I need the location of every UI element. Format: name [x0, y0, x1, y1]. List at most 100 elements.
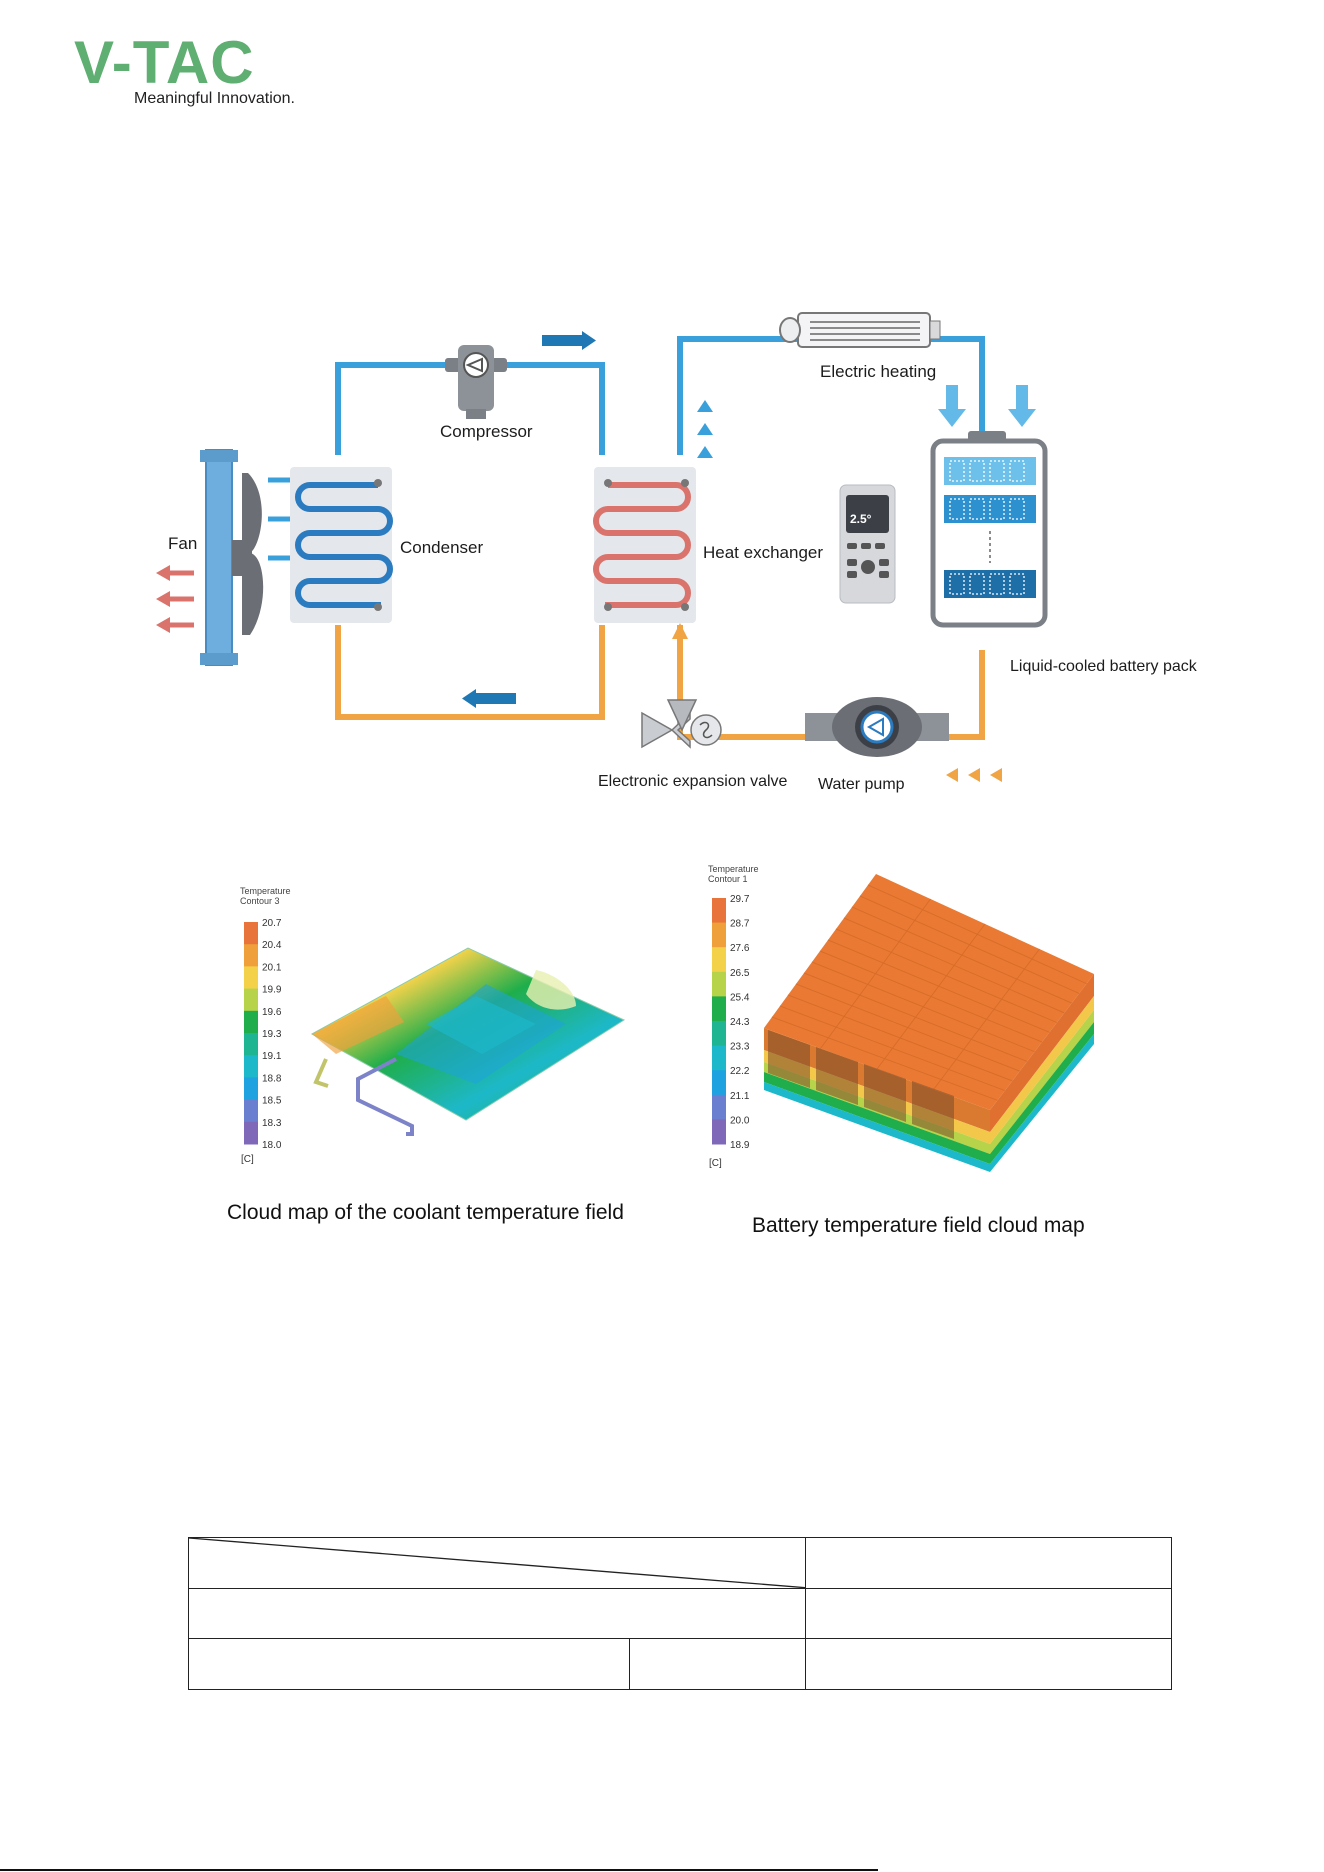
legend-color-segment [244, 1077, 258, 1101]
battery-temperature-cloud-map: Temperature Contour 1 29.7 28.7 27.6 26.5 25… [708, 864, 1094, 1172]
diagonal-line [189, 1538, 805, 1588]
fan-label: Fan [168, 534, 197, 553]
legend-tick-label: 21.1 [730, 1091, 750, 1102]
legend-tick-label: 18.0 [262, 1140, 282, 1151]
coolant-legend-subtitle: Contour 3 [240, 896, 280, 906]
fan-unit [156, 449, 305, 666]
legend-tick-label: 18.9 [730, 1140, 750, 1151]
battery-grid-line [835, 928, 1058, 1024]
legend-color-segment [712, 1119, 726, 1145]
temperature-controller: 2.5° [839, 484, 896, 604]
legend-color-segment [244, 944, 258, 967]
table-cell [629, 1638, 806, 1690]
coolant-plate [310, 947, 626, 1136]
table-row [188, 1537, 1172, 1589]
legend-tick-label: 20.4 [262, 940, 282, 951]
battery-loop-pipe-top [677, 336, 985, 455]
expansion-valve-label: Electronic expansion valve [598, 773, 788, 790]
legend-tick-label: 20.7 [262, 918, 282, 929]
coolant-legend-title: Temperature [240, 886, 291, 896]
legend-tick-label: 20.1 [262, 962, 282, 973]
legend-tick-label: 18.8 [262, 1073, 282, 1084]
electronic-expansion-valve [641, 699, 722, 749]
diagonal-header-cell [188, 1537, 806, 1589]
water-pump [805, 697, 949, 757]
legend-tick-label: 18.5 [262, 1096, 282, 1107]
logo-brand: V-TAC [74, 29, 255, 96]
coolant-temperature-cloud-map: Temperature Contour 3 20.7 20.4 20.1 19.9 19… [240, 886, 626, 1165]
battery-grid-line [851, 906, 1072, 1004]
battery-grid-line [827, 939, 1050, 1033]
table-row [188, 1587, 1172, 1640]
legend-tick-label: 19.6 [262, 1007, 282, 1018]
battery-legend-title: Temperature [708, 864, 759, 874]
spec-table [188, 1537, 1172, 1690]
condenser [290, 467, 393, 623]
legend-tick-label: 26.5 [730, 968, 750, 979]
legend-color-segment [244, 1055, 258, 1078]
battery-grid-line [803, 972, 1028, 1062]
legend-tick-label: 29.7 [730, 894, 750, 905]
electric-heating-label: Electric heating [820, 362, 936, 381]
table-cell [188, 1638, 630, 1690]
legend-tick-label: 18.3 [262, 1118, 282, 1129]
table-cell [805, 1638, 1172, 1690]
legend-color-segment [244, 1033, 258, 1056]
battery-map-caption: Battery temperature field cloud map [752, 1214, 1085, 1237]
legend-color-segment [712, 947, 726, 973]
battery-grid-line [843, 917, 1065, 1014]
legend-color-segment [244, 966, 258, 990]
footer-rule [0, 1869, 878, 1871]
coolant-legend-bar [244, 922, 258, 1145]
condenser-loop-pipe-bottom [335, 625, 605, 720]
legend-color-segment [244, 1010, 258, 1034]
legend-tick-label: 22.2 [730, 1066, 750, 1077]
battery-pack-label: Liquid-cooled battery pack [1010, 658, 1198, 675]
table-cell [805, 1537, 1172, 1589]
legend-tick-label: 25.4 [730, 992, 750, 1003]
compressor [445, 345, 507, 419]
legend-tick-label: 20.0 [730, 1115, 750, 1126]
battery-grid-line [819, 950, 1043, 1043]
left-arrows-orange [946, 768, 1002, 782]
vtac-logo: V-TAC Meaningful Innovation. [74, 29, 314, 114]
battery-block [764, 874, 1094, 1172]
legend-color-segment [244, 922, 258, 945]
controller-display: 2.5° [850, 512, 872, 526]
down-arrows [938, 385, 1036, 427]
battery-legend-ticks: 29.728.727.626.525.424.323.322.221.120.0… [730, 894, 750, 1151]
coolant-map-caption: Cloud map of the coolant temperature fie… [227, 1201, 624, 1224]
flow-arrow-left [462, 689, 516, 708]
legend-tick-label: 27.6 [730, 943, 750, 954]
battery-grid-line [867, 884, 1087, 985]
flow-arrow-right [542, 331, 596, 350]
legend-color-segment [712, 922, 726, 948]
legend-color-segment [712, 996, 726, 1022]
legend-color-segment [712, 1021, 726, 1047]
battery-grid-line [811, 961, 1035, 1053]
condenser-label: Condenser [400, 538, 484, 557]
compressor-label: Compressor [440, 422, 533, 441]
table-cell [805, 1587, 1172, 1640]
legend-tick-label: 28.7 [730, 919, 750, 930]
legend-tick-label: 19.9 [262, 985, 282, 996]
table-row [188, 1638, 1172, 1690]
legend-tick-label: 19.3 [262, 1029, 282, 1040]
heat-exchanger [593, 467, 696, 623]
legend-color-segment [712, 898, 726, 924]
up-arrow-orange [672, 623, 688, 639]
battery-pack [930, 431, 1048, 628]
battery-legend-subtitle: Contour 1 [708, 874, 748, 884]
legend-color-segment [712, 1070, 726, 1096]
up-arrows-blue [697, 400, 713, 458]
legend-color-segment [712, 971, 726, 997]
battery-grid-line [795, 983, 1020, 1072]
battery-legend-unit: [C] [709, 1158, 722, 1169]
legend-color-segment [244, 1121, 258, 1145]
thermal-management-diagram: Fan Condenser Compressor Heat exchanger [156, 312, 1198, 793]
water-pump-label: Water pump [818, 776, 905, 793]
table-cell [188, 1587, 806, 1640]
heat-exchanger-label: Heat exchanger [703, 543, 823, 562]
legend-color-segment [244, 1099, 258, 1123]
electric-heater [779, 312, 941, 348]
